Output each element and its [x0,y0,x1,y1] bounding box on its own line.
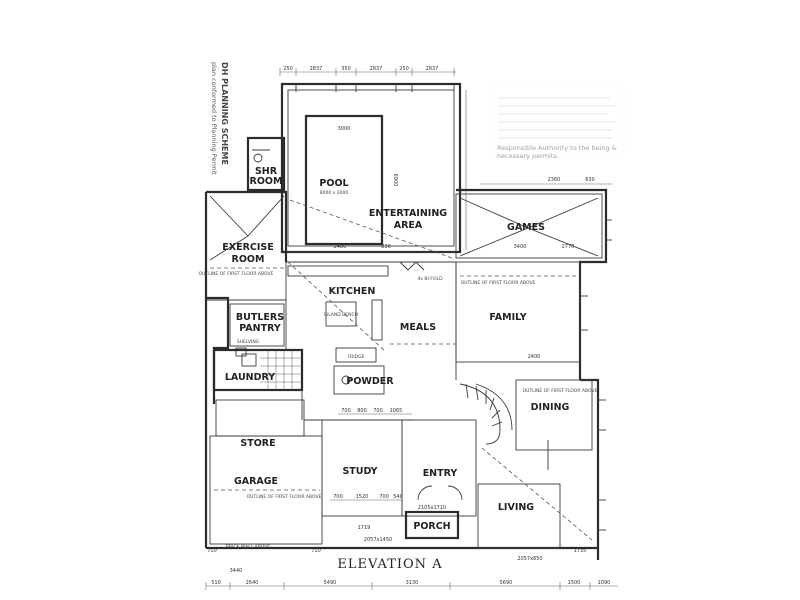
dim-bottom-2640: 2640 [246,580,259,586]
island-bench-label: ISLAND BENCH [324,312,358,318]
dim-study-700b: 700 [379,494,389,500]
room-label-entertaining-2: AREA [394,220,423,231]
room-label-shr-2: ROOM [250,176,283,187]
dim-ent-2480: 2480 [334,244,347,250]
pool-size-label: 8000 x 3000 [320,190,349,196]
pool-area: 3000 6900 POOL 8000 x 3000 [280,82,467,254]
room-label-store: STORE [240,438,275,449]
dim-top-250a: 250 [283,66,293,72]
bottom-dimension-string: 510 3440 2640 5490 3130 5690 1500 1090 7… [205,548,618,590]
room-label-dining: DINING [531,402,570,413]
brick-wall-note: BRICK WALL ABOVE [226,544,270,550]
shelving-label: SHELVING [237,339,260,345]
outline-note-dining: OUTLINE OF FIRST FLOOR ABOVE [523,388,598,394]
dim-games-3400: 3400 [514,244,527,250]
dim-bottom-5490: 5490 [324,580,337,586]
stamp-note-line1: Responsible Authority to the being & [497,144,617,152]
room-label-exercise: EXERCISE [222,242,273,253]
room-label-shr: SHR [255,166,278,177]
dim-top-2837b: 2837 [370,66,383,72]
dim-study-1520: 1520 [356,494,369,500]
room-label-garage: GARAGE [234,476,278,487]
outline-note-garage: OUTLINE OF FIRST FLOOR ABOVE [247,494,322,500]
dim-top-350: 350 [341,66,351,72]
dim-games-2360: 2360 [548,177,561,183]
dim-bottom-510: 510 [211,580,221,586]
games-room: GAMES 3400 2770 2360 630 [455,177,612,259]
dim-window-2057: 2057x1450 [364,537,392,543]
dining: DINING OUTLINE OF FIRST FLOOR ABOVE [515,379,598,470]
kitchen: ISLAND BENCH KITCHEN [285,261,389,353]
dim-bottom-710: 710 [207,548,217,554]
laundry-tile-grid [260,350,302,390]
dim-bottom-1500: 1500 [568,580,581,586]
room-label-games: GAMES [507,222,545,233]
side-caption: DH PLANNING SCHEME plan conformed to Pla… [210,62,229,175]
room-label-family: FAMILY [489,312,526,323]
dim-top-2837c: 2837 [426,66,439,72]
dim-study-540: 540 [393,494,403,500]
dim-porch-size: 2105x1710 [418,505,446,511]
side-title: DH PLANNING SCHEME [220,62,229,165]
dim-hall-1065: 1065 [390,408,403,414]
dim-hall-700a: 700 [341,408,351,414]
dim-ent-830: 830 [381,244,391,250]
room-label-living: LIVING [498,502,534,513]
dim-bottom-1090: 1090 [598,580,611,586]
side-note: plan conformed to Planning Permit [210,62,218,175]
room-label-butlers: BUTLERS [236,312,284,323]
staircase [459,383,513,445]
dim-living-1735: 1735 [574,548,587,554]
stamp-note-line2: necessary permits. [497,152,559,160]
elevation-label: ELEVATION A [337,557,442,572]
dim-family-2400: 2400 [528,354,541,360]
shr-room: SHR ROOM [246,136,286,192]
dim-top-2837a: 2837 [310,66,323,72]
dim-pool-3000: 3000 [338,126,351,132]
top-dimension-string: 250 2837 350 2837 250 2837 [279,66,456,76]
dim-bottom-710b: 710 [311,548,321,554]
dim-garage-1719: 1719 [358,525,371,531]
outline-note-family: OUTLINE OF FIRST FLOOR ABOVE [461,280,536,286]
bifold-note: 4x BI-FOLD [417,276,443,282]
room-label-entry: ENTRY [423,468,458,479]
outline-note-exercise: OUTLINE OF FIRST FLOOR ABOVE [199,271,274,277]
room-label-pool: POOL [319,178,348,189]
room-label-porch: PORCH [413,521,450,532]
dim-pool-6900: 6900 [392,174,398,187]
entertaining-area: 2480 830 ENTERTAINING AREA 4x BI-FOLD [286,199,456,282]
dim-hall-800: 800 [357,408,367,414]
exercise-room: EXERCISE ROOM OUTLINE OF FIRST FLOOR ABO… [199,195,286,301]
dim-window-2057b: 2057x850 [517,556,542,562]
dim-games-2770: 2770 [562,244,575,250]
fridge-label: FRIDGE [348,354,365,360]
laundry: LAUNDRY [212,348,304,420]
dim-study-700: 700 [333,494,343,500]
porch: PORCH 2105x1710 [404,505,460,540]
butlers-pantry: BUTLERS PANTRY SHELVING [229,303,285,357]
dim-bottom-3440: 3440 [230,568,243,574]
room-label-meals: MEALS [400,322,436,333]
dim-bottom-5690: 5690 [500,580,513,586]
right-window-marks [580,219,612,531]
room-label-laundry: LAUNDRY [225,372,275,383]
living: LIVING 1735 2057x850 [477,447,593,562]
room-label-pantry: PANTRY [239,323,281,334]
entry: ENTRY [401,419,477,517]
dim-games-630: 630 [585,177,595,183]
dim-top-250b: 250 [399,66,409,72]
room-label-study: STUDY [342,466,377,477]
room-label-powder: POWDER [346,376,394,387]
room-label-exercise-2: ROOM [232,254,265,265]
powder: POWDER [333,365,394,395]
stamp-note: Responsible Authority to the being & nec… [493,85,625,160]
dim-hall-700b: 700 [373,408,383,414]
dim-bottom-3130: 3130 [406,580,419,586]
room-label-kitchen: KITCHEN [329,286,376,297]
room-label-entertaining: ENTERTAINING [369,208,447,219]
family: FAMILY 2400 OUTLINE OF FIRST FLOOR ABOVE [455,261,581,363]
